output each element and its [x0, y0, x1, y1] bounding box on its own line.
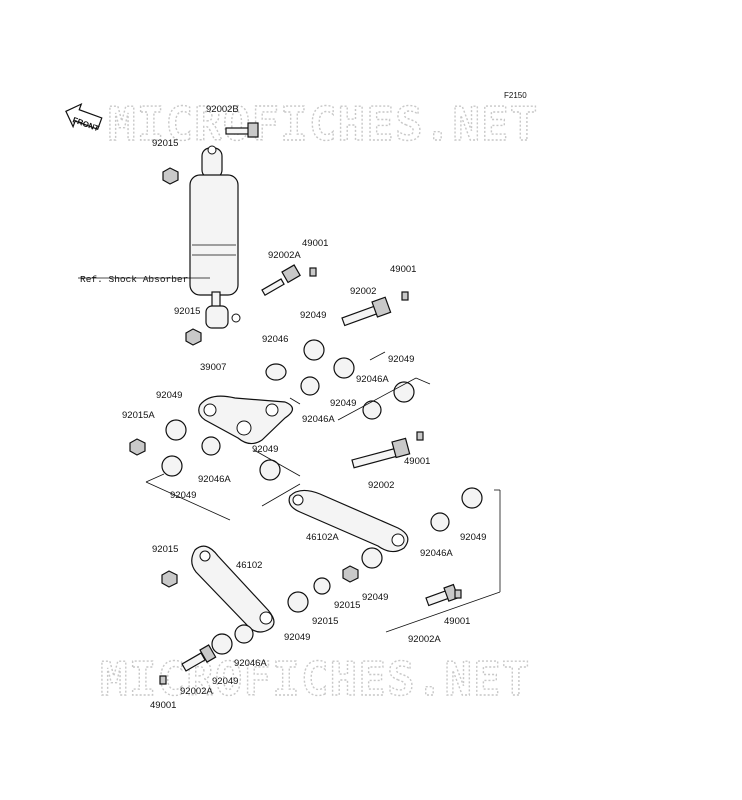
seal-92049-e [461, 487, 483, 509]
label-92046: 92046 [262, 334, 288, 345]
label-92015-top: 92015 [152, 138, 178, 149]
seal-92049-f [361, 547, 383, 569]
seal-92049-d [259, 459, 281, 481]
nut-92015-top [162, 167, 179, 185]
label-49001-a: 49001 [302, 238, 328, 249]
bushing-92046 [265, 363, 287, 381]
watermark-bottom: MICROFICHES.NET [100, 652, 530, 706]
rod-46102 [191, 545, 275, 633]
label-92049-left: 92049 [156, 390, 182, 401]
bolt-92002a-top [261, 264, 301, 297]
label-92049-g: 92049 [284, 632, 310, 643]
seal-92049-left2 [161, 455, 183, 477]
label-92015a: 92015A [122, 410, 155, 421]
label-92049-e: 92049 [460, 532, 486, 543]
label-92046a-d: 92046A [420, 548, 453, 559]
label-92002a-top: 92002A [268, 250, 301, 261]
watermark-top: MICROFICHES.NET [108, 97, 538, 151]
bolt-92002a-right [425, 583, 459, 607]
cotter-49001-right [454, 589, 462, 599]
label-49001-b: 49001 [390, 264, 416, 275]
cotter-49001-mid [416, 431, 424, 441]
reference-label: Ref. Shock Absorber [80, 274, 188, 285]
bearing-92046a-c [201, 436, 221, 456]
label-92046a-b: 92046A [302, 414, 335, 425]
seal-92049-c [393, 381, 415, 403]
label-92015-low3: 92015 [312, 616, 338, 627]
label-92049-f: 92049 [362, 592, 388, 603]
label-92049-d: 92049 [252, 444, 278, 455]
label-92015-low: 92015 [152, 544, 178, 555]
bushing-92015-low3 [313, 577, 331, 595]
label-92015-low2: 92015 [334, 600, 360, 611]
seal-92049-g [287, 591, 309, 613]
label-92046a-a: 92046A [356, 374, 389, 385]
bolt-92002a-bottom [181, 644, 217, 672]
leader-lines [78, 277, 501, 633]
label-92002b: 92002B [206, 104, 239, 115]
label-92049-left2: 92049 [170, 490, 196, 501]
nut-92015-low [161, 570, 178, 588]
figure-code: F2150 [504, 91, 527, 100]
link-39007 [198, 395, 294, 445]
label-92002a-bottom: 92002A [180, 686, 213, 697]
bolt-92002-mid [351, 437, 411, 469]
seal-92049-left [165, 419, 187, 441]
seal-92049-a [303, 339, 325, 361]
label-92015-mid: 92015 [174, 306, 200, 317]
label-92002-top: 92002 [350, 286, 376, 297]
label-49001-bottom: 49001 [150, 700, 176, 711]
label-39007: 39007 [200, 362, 226, 373]
cotter-49001-a [309, 267, 317, 277]
shock-absorber [189, 145, 241, 329]
bearing-92046a-d [430, 512, 450, 532]
nut-92015a [129, 438, 146, 456]
label-92046a-c: 92046A [198, 474, 231, 485]
front-arrow-icon [65, 102, 103, 130]
label-46102: 46102 [236, 560, 262, 571]
bearing-92046a-b [362, 400, 382, 420]
label-92049-a: 92049 [300, 310, 326, 321]
seal-92049-b [333, 357, 355, 379]
bolt-92002b [225, 122, 259, 138]
cotter-49001-b [401, 291, 409, 301]
cotter-49001-bottom [159, 675, 167, 685]
bolt-92002-top [341, 296, 392, 327]
label-92046a-e: 92046A [234, 658, 267, 669]
label-92049-i: 92049 [212, 676, 238, 687]
label-92049-c: 92049 [388, 354, 414, 365]
label-92002a-right: 92002A [408, 634, 441, 645]
label-92049-b: 92049 [330, 398, 356, 409]
label-92002-mid: 92002 [368, 480, 394, 491]
label-49001-right: 49001 [444, 616, 470, 627]
label-49001-mid: 49001 [404, 456, 430, 467]
bearing-92046a-a [300, 376, 320, 396]
rod-46102a [288, 489, 409, 553]
label-46102a: 46102A [306, 532, 339, 543]
nut-92015-low2 [342, 565, 359, 583]
bearing-92046a-e [234, 624, 254, 644]
nut-92015-mid [185, 328, 202, 346]
seal-92049-i [211, 633, 233, 655]
